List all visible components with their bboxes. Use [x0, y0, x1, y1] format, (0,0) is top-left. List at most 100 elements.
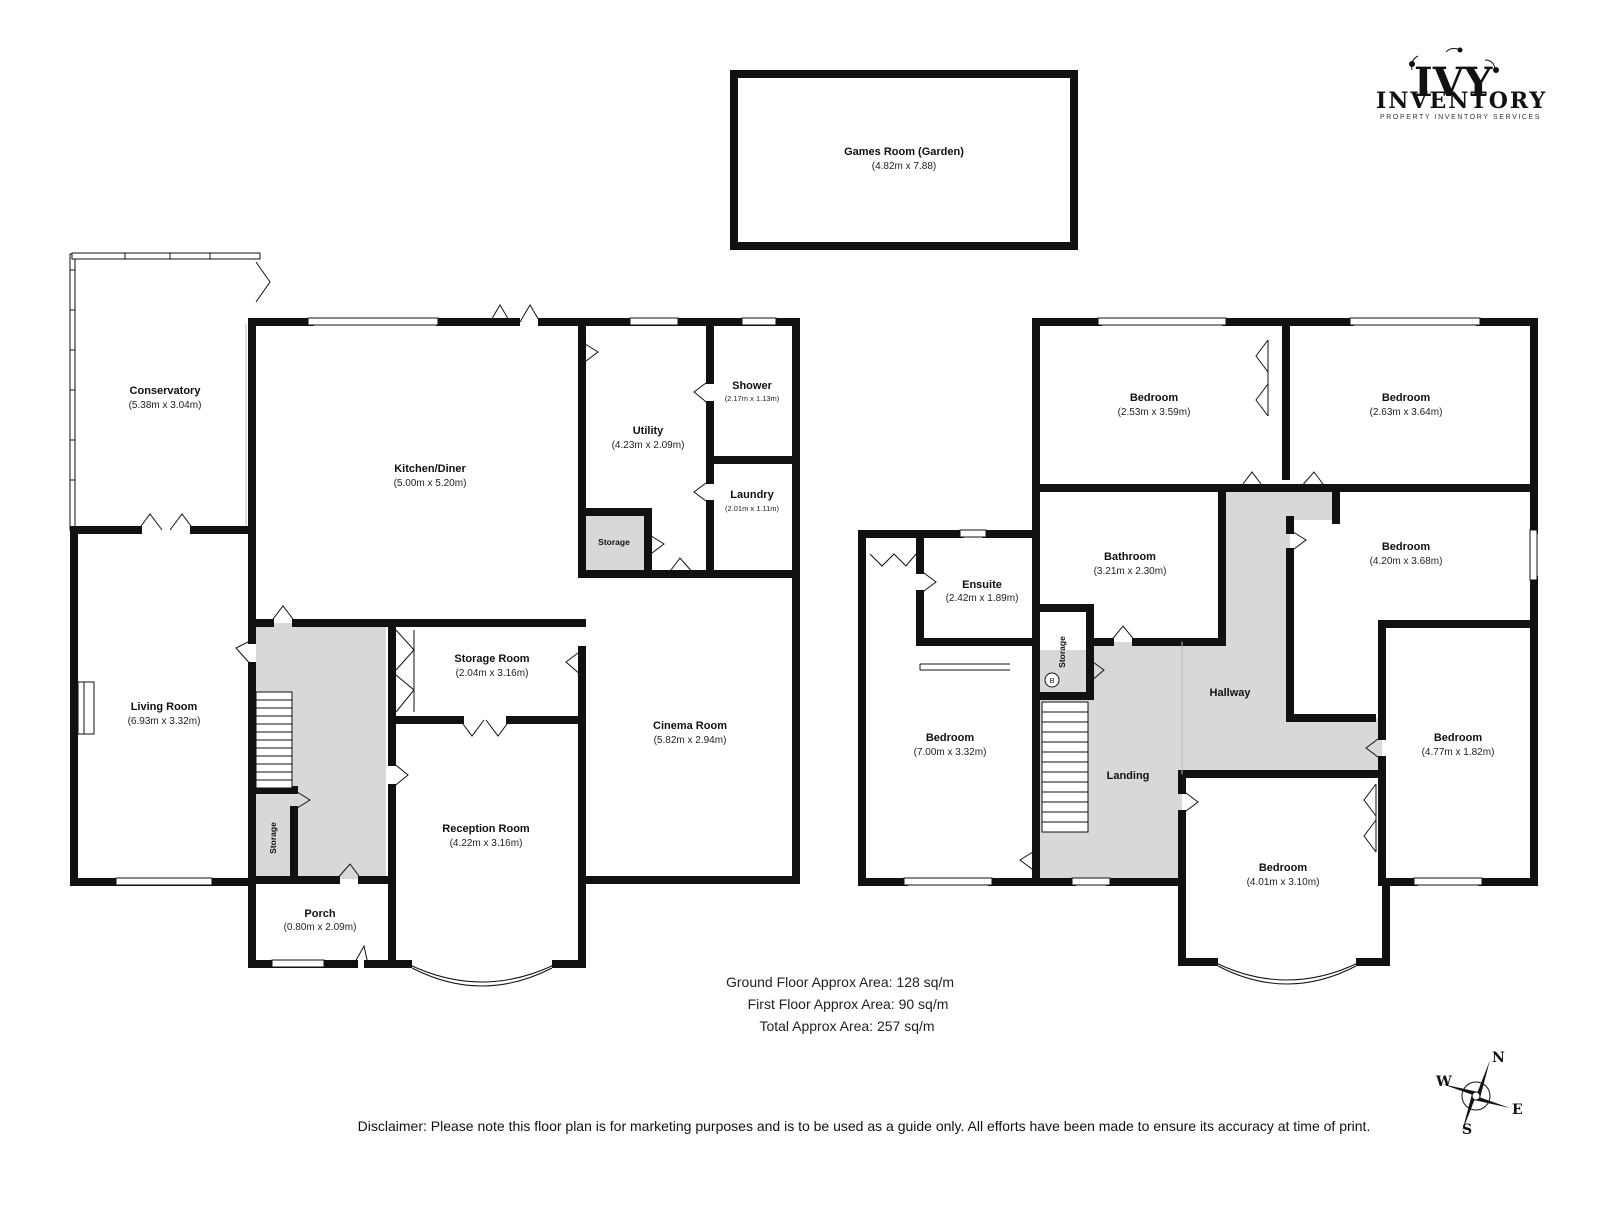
total-area: Total Approx Area: 257 sq/m: [759, 1018, 934, 1034]
utility-name: Utility: [633, 425, 664, 437]
bathroom-door: [1109, 625, 1137, 643]
landing-window: [1071, 877, 1111, 886]
bedroom-4-window: [1413, 877, 1483, 886]
bedroom-bay-window: [1213, 961, 1361, 981]
living-name: Living Room: [131, 701, 198, 713]
utility-dims: (4.23m x 2.09m): [612, 440, 685, 451]
bedroom-5-name: Bedroom: [1259, 862, 1308, 874]
shower-name: Shower: [732, 380, 772, 392]
bedroom-4-name: Bedroom: [1434, 732, 1483, 744]
master-bedroom-dims: (7.00m x 3.32m): [914, 747, 987, 758]
storage-room-dims: (2.04m x 3.16m): [456, 668, 529, 679]
reception-name: Reception Room: [442, 823, 530, 835]
disclaimer: Disclaimer: Please note this floor plan …: [358, 1118, 1371, 1134]
master-bedroom-window: [903, 877, 993, 886]
first-hallway: [1040, 490, 1382, 880]
area-summary: Ground Floor Approx Area: 128 sq/m First…: [726, 974, 954, 1034]
conservatory-top-window: [71, 252, 261, 260]
bedroom-2-dims: (2.63m x 3.64m): [1370, 407, 1443, 418]
boiler-marker: B: [1049, 676, 1054, 685]
first-floor-plan: B Bedroom (2.53m x 3.59m) Bedroom (2.63m…: [858, 317, 1538, 985]
ground-stairs: [255, 691, 293, 789]
bedroom-3-window: [1529, 529, 1538, 581]
first-storage-name: Storage: [1057, 636, 1067, 668]
cinema-name: Cinema Room: [653, 720, 727, 732]
kitchen-hall-door: [269, 605, 297, 624]
games-room-dims: (4.82m x 7.88): [872, 161, 936, 172]
logo-name: INVENTORY: [1376, 88, 1547, 114]
logo-brand: IVY: [1414, 59, 1493, 106]
shower-door: [693, 379, 711, 406]
shower-dims: (2.17m x 1.13m): [725, 394, 780, 403]
ground-floor-area: Ground Floor Approx Area: 128 sq/m: [726, 974, 954, 990]
conservatory-window: [69, 253, 76, 531]
porch-dims: (0.80m x 2.09m): [284, 922, 357, 933]
ensuite-name: Ensuite: [962, 579, 1002, 591]
bedroom-3-dims: (4.20m x 3.68m): [1370, 556, 1443, 567]
laundry-name: Laundry: [730, 489, 774, 501]
storage-room-cupboard: [395, 629, 415, 713]
cinema-door: [667, 557, 695, 575]
bedroom-4-door: [1365, 735, 1383, 761]
utility-storage: [586, 516, 644, 570]
games-room: Games Room (Garden) (4.82m x 7.88): [730, 70, 1078, 250]
reception-bay-window: [407, 963, 557, 983]
bedroom-1-door: [1239, 471, 1265, 489]
living-conservatory-door: [137, 513, 195, 531]
landing-name: Landing: [1107, 770, 1150, 782]
living-window: [115, 877, 213, 886]
bathroom-dims: (3.21m x 2.30m): [1094, 566, 1167, 577]
bedroom-4-dims: (4.77m x 1.82m): [1422, 747, 1495, 758]
laundry-door: [693, 479, 711, 505]
bedroom-2-window: [1349, 317, 1481, 326]
storage-room-name: Storage Room: [454, 653, 529, 665]
conservatory-door: [255, 261, 271, 303]
bedroom-2-name: Bedroom: [1382, 392, 1431, 404]
bedroom-5-dims: (4.01m x 3.10m): [1247, 877, 1320, 888]
bedroom-5-door: [1181, 789, 1199, 815]
laundry-dims: (2.01m x 1.11m): [725, 504, 780, 513]
logo-tagline: PROPERTY INVENTORY SERVICES: [1380, 114, 1541, 121]
master-wardrobe: [869, 553, 917, 567]
kitchen-name: Kitchen/Diner: [394, 463, 466, 475]
storage-door: [1089, 659, 1105, 683]
master-bedroom-door: [1019, 849, 1037, 873]
company-logo: IVY INVENTORY PROPERTY INVENTORY SERVICE…: [1376, 47, 1547, 121]
porch-name: Porch: [304, 908, 335, 920]
games-room-name: Games Room (Garden): [844, 146, 964, 158]
hallway-name: Hallway: [1210, 687, 1252, 699]
kitchen-dims: (5.00m x 5.20m): [394, 478, 467, 489]
kitchen-garden-door: [489, 304, 541, 323]
bedroom-5-wardrobe: [1363, 783, 1377, 853]
first-floor-area: First Floor Approx Area: 90 sq/m: [748, 996, 949, 1012]
reception-door: [391, 761, 409, 789]
first-stairs: [1041, 701, 1089, 833]
reception-double-door: [459, 719, 511, 737]
living-door: [235, 639, 253, 667]
kitchen-window: [307, 317, 439, 326]
compass-east: E: [1512, 1102, 1523, 1118]
master-bedroom-name: Bedroom: [926, 732, 975, 744]
porch-window: [271, 959, 325, 968]
bedroom-1-dims: (2.53m x 3.59m): [1118, 407, 1191, 418]
utility-storage-name: Storage: [598, 537, 630, 547]
porch-inner-door: [335, 863, 363, 881]
bedroom-3-door: [1289, 529, 1307, 553]
conservatory-name: Conservatory: [130, 385, 202, 397]
compass-west: W: [1435, 1074, 1452, 1090]
utility-window: [629, 317, 679, 326]
boiler-icon: [1044, 672, 1060, 688]
front-door: [353, 944, 369, 965]
shower-window: [741, 317, 777, 326]
bedroom-1-name: Bedroom: [1130, 392, 1179, 404]
compass-north: N: [1492, 1050, 1505, 1066]
bedroom-1-wardrobe: [1255, 339, 1269, 417]
bedroom-2-door: [1299, 471, 1327, 489]
stair-storage-name: Storage: [268, 822, 278, 854]
conservatory-dims: (5.38m x 3.04m): [129, 400, 202, 411]
ensuite-window: [959, 529, 987, 538]
ensuite-dims: (2.42m x 1.89m): [946, 593, 1019, 604]
compass-south: S: [1462, 1122, 1472, 1138]
bathroom-name: Bathroom: [1104, 551, 1156, 563]
